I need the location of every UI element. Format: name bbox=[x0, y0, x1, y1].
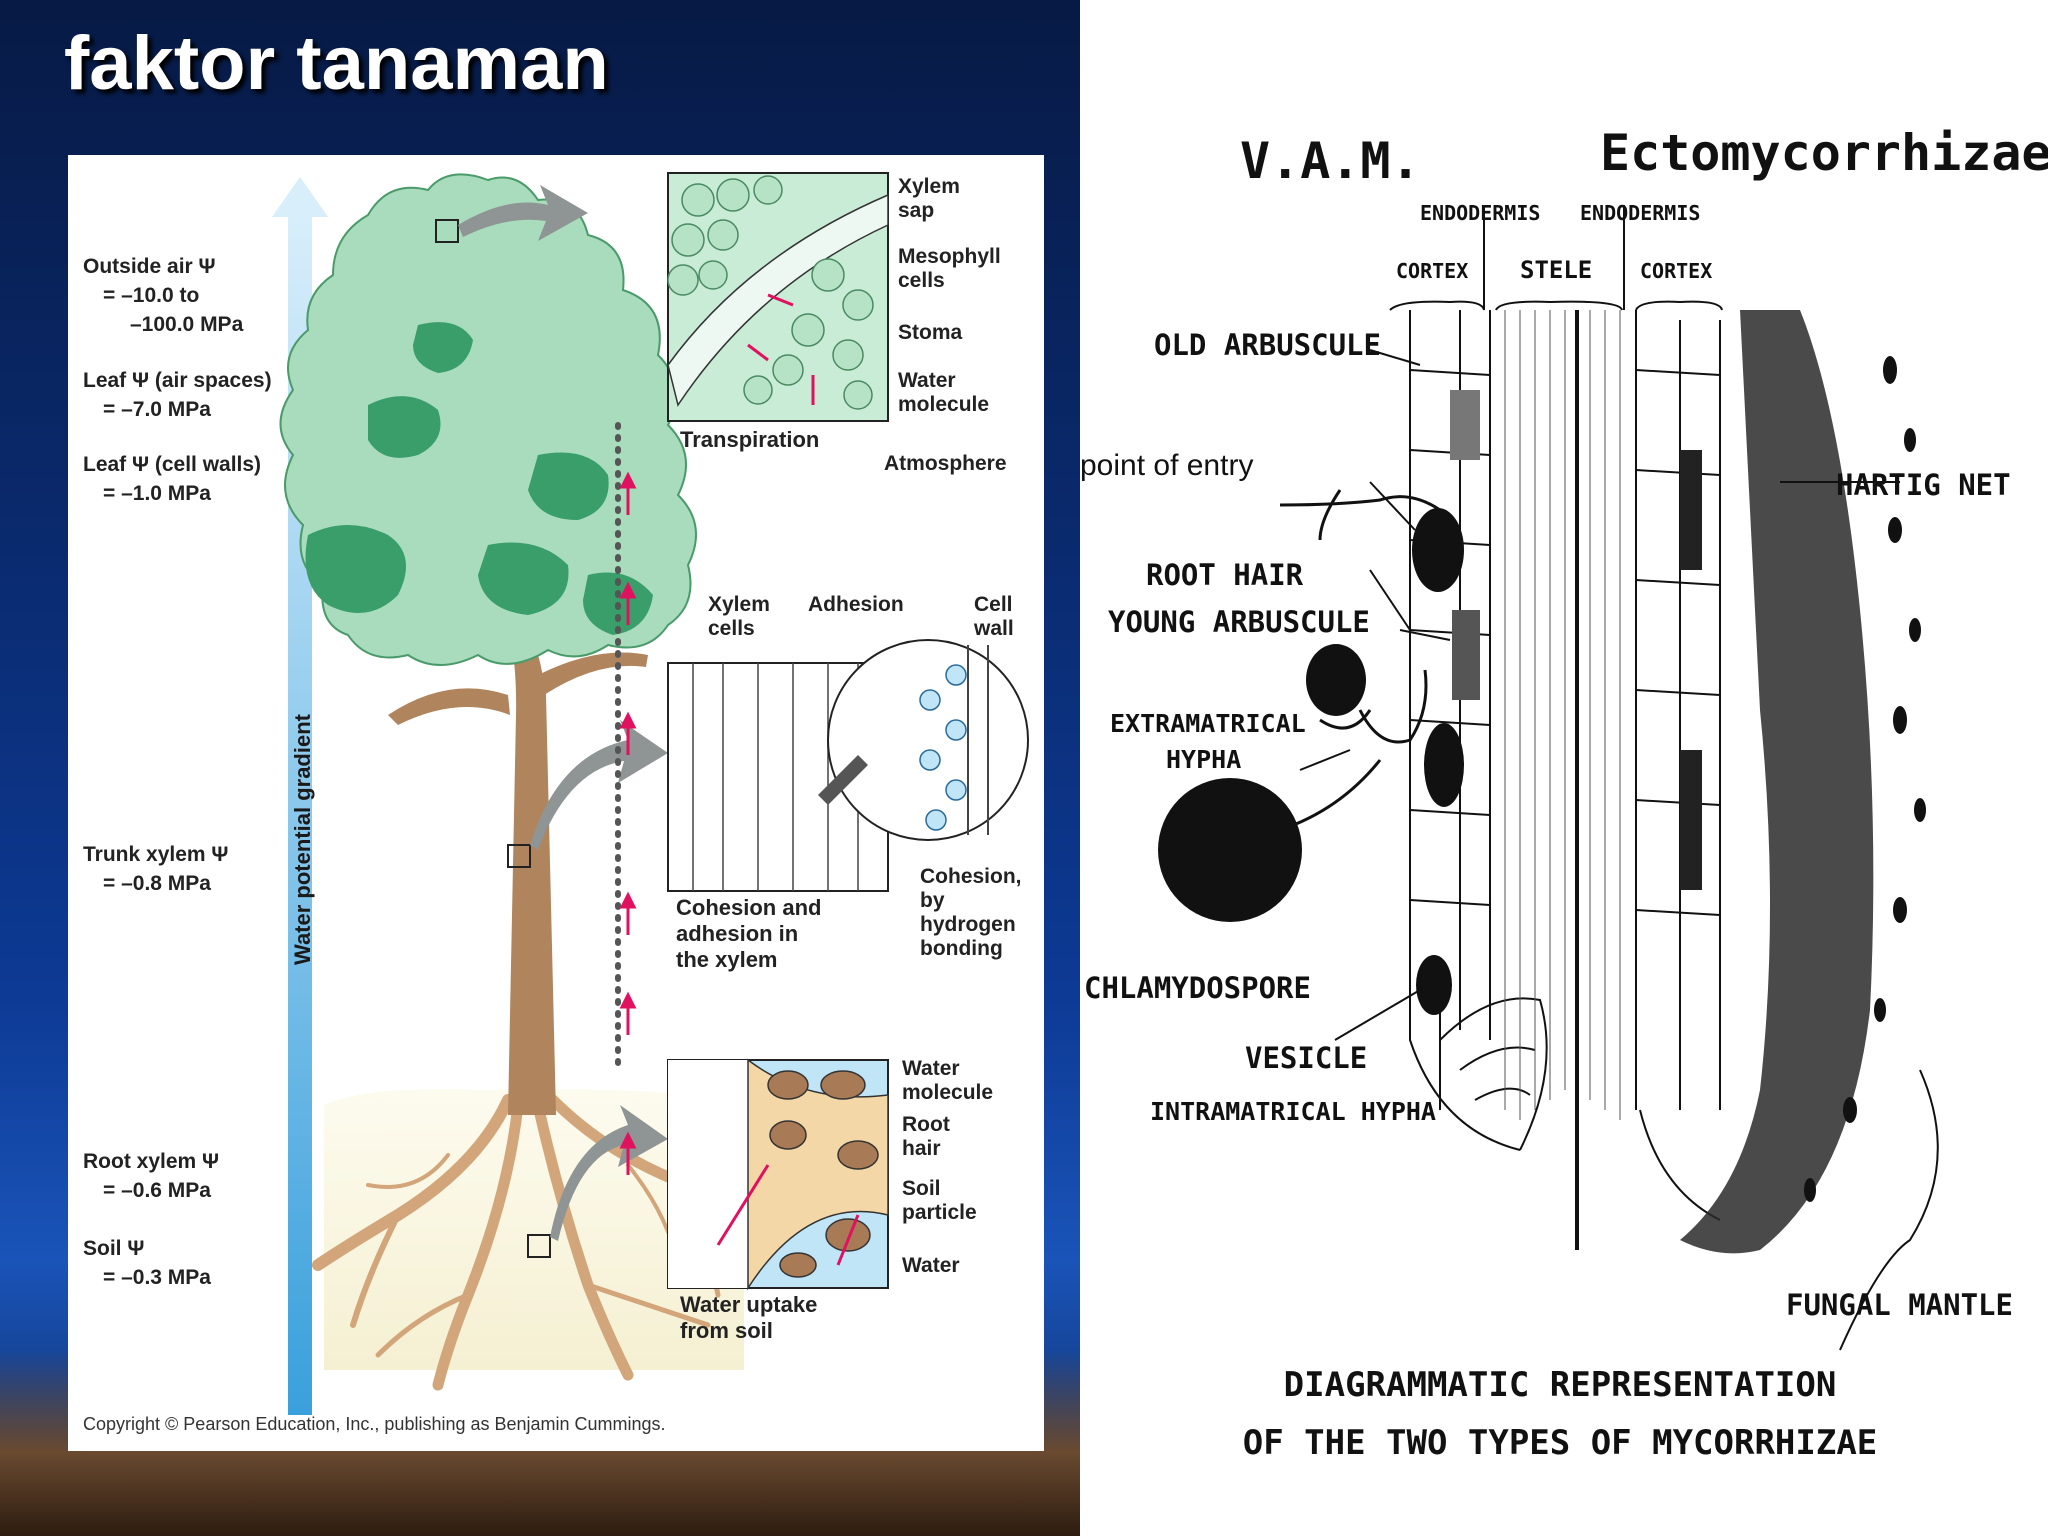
cell-wall-label: Cell bbox=[974, 593, 1013, 616]
cohesion-label: Cohesion, bbox=[920, 865, 1022, 888]
trunk-xylem-label: Trunk xylem Ψ bbox=[83, 843, 228, 866]
mesophyll-label2: cells bbox=[898, 269, 945, 292]
trunk-inset-marker bbox=[507, 844, 531, 868]
root-xylem-value: = –0.6 MPa bbox=[103, 1179, 211, 1202]
xylem-panel bbox=[667, 639, 1029, 892]
leaf-wall-value: = –1.0 MPa bbox=[103, 482, 211, 505]
root-xylem-label: Root xylem Ψ bbox=[83, 1150, 219, 1173]
stele-lines-right bbox=[1589, 310, 1621, 1120]
xylem-caption-3: the xylem bbox=[676, 947, 778, 972]
trunk-xylem-value: = –0.8 MPa bbox=[103, 872, 211, 895]
slide-title: faktor tanaman bbox=[64, 21, 609, 106]
vam-header: V.A.M. bbox=[1240, 132, 1421, 190]
tree-foliage bbox=[279, 173, 697, 666]
mantle-dots bbox=[1804, 356, 1926, 1202]
water-potential-figure: Water potential gradient Outside air Ψ =… bbox=[68, 155, 1044, 1451]
old-arbuscule-label: OLD ARBUSCULE bbox=[1154, 328, 1381, 362]
tissue-brackets bbox=[1389, 205, 1723, 311]
leader-lines bbox=[1299, 349, 1939, 1351]
transpiration-panel bbox=[667, 172, 889, 422]
chlamydospore-label: CHLAMYDOSPORE bbox=[1084, 971, 1311, 1005]
leaf-wall-label: Leaf Ψ (cell walls) bbox=[83, 453, 261, 476]
cohesion-label2: by bbox=[920, 889, 945, 912]
stoma-label: Stoma bbox=[898, 321, 963, 344]
leaf-inset-marker bbox=[435, 219, 459, 243]
root-hair-label: Root bbox=[902, 1113, 950, 1136]
uptake-caption-2: from soil bbox=[680, 1318, 773, 1343]
xylem-sap-label2: sap bbox=[898, 199, 934, 222]
caption-line-1: DIAGRAMMATIC REPRESENTATION bbox=[1284, 1365, 1837, 1405]
cortex-right-label: CORTEX bbox=[1640, 259, 1712, 283]
intramatrical-hypha-label: INTRAMATRICAL HYPHA bbox=[1150, 1097, 1436, 1126]
stele-label: STELE bbox=[1520, 256, 1592, 284]
endodermis-right-label: ENDODERMIS bbox=[1580, 201, 1700, 225]
leaf-air-label: Leaf Ψ (air spaces) bbox=[83, 369, 272, 392]
adhesion-label: Adhesion bbox=[808, 593, 904, 616]
root-hair-label2: hair bbox=[902, 1137, 941, 1160]
root-inset-marker bbox=[527, 1234, 551, 1258]
mesophyll-label: Mesophyll bbox=[898, 245, 1001, 268]
mycorrhizae-panel-background bbox=[1080, 0, 2048, 1536]
ecto-header: Ectomycorrhizae bbox=[1600, 124, 2048, 182]
atmosphere-label: Atmosphere bbox=[884, 452, 1007, 475]
water-molecule-label2: molecule bbox=[898, 393, 989, 416]
mycorrhizae-figure: V.A.M. Ectomycorrhizae ENDODERMIS ENDODE… bbox=[1080, 110, 2048, 1510]
inset-connector-arrows bbox=[458, 185, 668, 1241]
xylem-caption-1: Cohesion and bbox=[676, 895, 821, 920]
xylem-sap-label: Xylem bbox=[898, 175, 960, 198]
soil-particle-label2: particle bbox=[902, 1201, 977, 1224]
fungal-mantle-label: FUNGAL MANTLE bbox=[1786, 1288, 2013, 1322]
point-of-entry-label: point of entry bbox=[1080, 449, 1253, 482]
soil-label: Soil Ψ bbox=[83, 1237, 144, 1260]
cell-wall-label2: wall bbox=[973, 617, 1014, 640]
xylem-cells-label2: cells bbox=[708, 617, 755, 640]
outside-air-value: = –10.0 to bbox=[103, 284, 199, 307]
water-flow-column bbox=[615, 422, 637, 1175]
vam-hyphae bbox=[1279, 489, 1441, 832]
extramatrical-label: EXTRAMATRICAL bbox=[1110, 709, 1306, 738]
cohesion-label4: bonding bbox=[920, 937, 1003, 960]
root-water-molecule-label2: molecule bbox=[902, 1081, 993, 1104]
root-water-molecule-label: Water bbox=[902, 1057, 960, 1080]
stele-lines-left bbox=[1504, 310, 1566, 1120]
ecto-root-section bbox=[1635, 310, 1721, 1221]
vesicle-label: VESICLE bbox=[1245, 1041, 1367, 1075]
cohesion-label3: hydrogen bbox=[920, 913, 1016, 936]
copyright-notice: Copyright © Pearson Education, Inc., pub… bbox=[83, 1414, 666, 1434]
xylem-cells-label: Xylem bbox=[708, 593, 770, 616]
xylem-caption-2: adhesion in bbox=[676, 921, 798, 946]
transpiration-caption: Transpiration bbox=[680, 427, 819, 452]
mycorrhizae-svg: V.A.M. Ectomycorrhizae ENDODERMIS ENDODE… bbox=[1080, 124, 2048, 1463]
vam-fungal-structures bbox=[1158, 390, 1480, 1015]
soil-particle-label: Soil bbox=[902, 1177, 941, 1200]
root-uptake-panel bbox=[667, 1058, 889, 1291]
endodermis-left-label: ENDODERMIS bbox=[1420, 201, 1540, 225]
outside-air-value2: –100.0 MPa bbox=[130, 313, 244, 336]
leaf-air-value: = –7.0 MPa bbox=[103, 398, 211, 421]
hartig-net-label: HARTIG NET bbox=[1836, 468, 2011, 502]
young-arbuscule-label: YOUNG ARBUSCULE bbox=[1108, 605, 1370, 639]
outside-air-label: Outside air Ψ bbox=[83, 255, 216, 278]
water-potential-svg: Water potential gradient Outside air Ψ =… bbox=[83, 172, 1029, 1434]
fungal-mantle bbox=[1680, 310, 1874, 1254]
water-molecule-label: Water bbox=[898, 369, 956, 392]
soil-value: = –0.3 MPa bbox=[103, 1266, 211, 1289]
cortex-left-label: CORTEX bbox=[1396, 259, 1468, 283]
hartig-net bbox=[1680, 450, 1702, 890]
root-hair-label-vam: ROOT HAIR bbox=[1146, 558, 1304, 592]
uptake-caption-1: Water uptake bbox=[680, 1292, 817, 1317]
caption-line-2: OF THE TWO TYPES OF MYCORRHIZAE bbox=[1243, 1423, 1878, 1463]
gradient-label: Water potential gradient bbox=[290, 713, 315, 965]
water-label: Water bbox=[902, 1254, 960, 1277]
extramatrical-hypha-label: HYPHA bbox=[1166, 745, 1241, 774]
